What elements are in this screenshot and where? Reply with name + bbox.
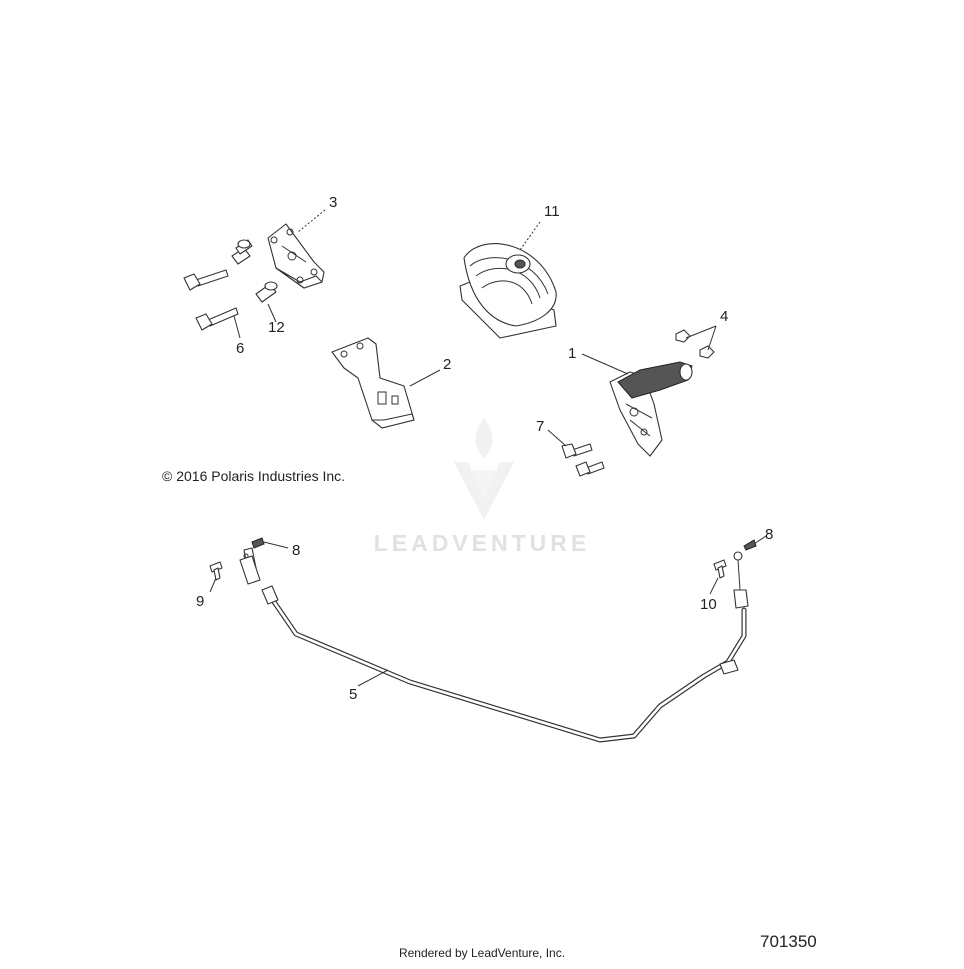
leader-7: [547, 429, 567, 447]
part-1-brake-lever: [609, 361, 693, 457]
callout-8-right: 8: [765, 526, 774, 543]
callout-10: 10: [700, 596, 717, 613]
callout-6: 6: [236, 340, 245, 357]
copyright-text: © 2016 Polaris Industries Inc.: [162, 468, 346, 484]
part-7-bolt: [561, 443, 605, 477]
callout-7: 7: [536, 418, 545, 435]
leader-5: [357, 669, 389, 687]
part-10-pin: [713, 559, 727, 579]
leader-9: [209, 577, 217, 593]
callout-1: 1: [568, 345, 577, 362]
part-3-bracket-plate: [267, 223, 325, 289]
leader-4: [685, 325, 717, 351]
leader-8-right: [753, 535, 767, 545]
callout-2: 2: [443, 356, 452, 373]
leader-12: [267, 303, 277, 323]
callout-9: 9: [196, 593, 205, 610]
rendered-by-text: Rendered by LeadVenture, Inc.: [398, 946, 566, 960]
callout-5: 5: [349, 686, 358, 703]
leader-8-left: [263, 541, 289, 549]
leader-6: [233, 315, 241, 339]
leader-1: [581, 353, 629, 375]
leader-2: [409, 369, 441, 387]
callout-8-left: 8: [292, 542, 301, 559]
diagram-number: 701350: [760, 932, 817, 951]
leader-3: [297, 209, 326, 233]
part-9-pin: [209, 561, 223, 581]
part-5-brake-cable: [239, 547, 749, 743]
callout-3: 3: [329, 194, 338, 211]
part-6-bolt: [183, 269, 239, 331]
part-8-clip: [251, 537, 757, 551]
leader-10: [709, 577, 719, 595]
callout-11: 11: [544, 203, 560, 220]
leader-11: [519, 221, 541, 251]
part-12-spacer: [231, 239, 278, 303]
watermark-text: LEADVENTURE: [373, 530, 591, 556]
callout-12: 12: [268, 319, 285, 336]
part-4-nut: [675, 329, 715, 359]
watermark-logo-icon: [454, 418, 514, 520]
callout-4: 4: [720, 308, 729, 325]
part-11-shift-boot: [459, 243, 557, 339]
part-2-mounting-bracket: [331, 337, 415, 429]
